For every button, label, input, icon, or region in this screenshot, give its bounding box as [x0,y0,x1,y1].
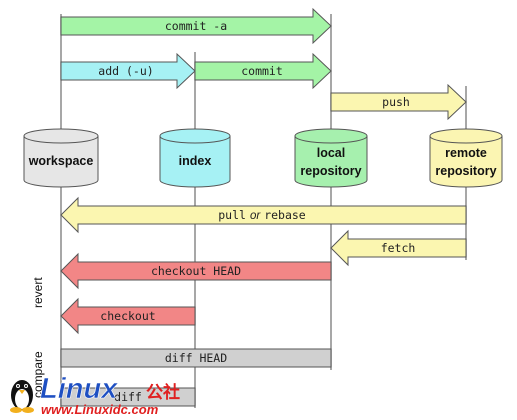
watermark: Linux 公社 www.Linuxidc.com [10,373,180,417]
arrow-checkout-head-shape [60,252,332,290]
arrow-add-u-shape [60,52,196,90]
arrow-commit-a: commit -a [60,7,332,45]
arrow-pull-rebase-shape [60,196,467,234]
watermark-brand: Linux [40,373,119,405]
node-local-top [294,128,368,144]
arrow-push-label: push [382,95,410,109]
arrow-checkout-head: checkout HEAD [60,252,332,290]
arrow-add-u: add (-u) [60,52,196,90]
node-workspace-top [23,128,99,144]
side-label-revert: revert [31,277,45,308]
penguin-logo-icon [10,380,34,413]
pull-word: pull [218,208,246,222]
arrow-checkout-label: checkout [100,309,155,323]
arrow-commit-a-label: commit -a [165,19,227,33]
arrow-push: push [330,83,467,121]
node-remote-top [429,128,503,144]
or-word: or [250,210,261,222]
arrow-commit-label: commit [241,64,283,78]
watermark-url: www.Linuxidc.com [41,402,159,417]
arrow-fetch-shape [330,229,467,267]
node-index: index [159,128,231,188]
arrow-commit-shape [194,52,332,90]
arrow-fetch-label: fetch [381,241,416,255]
bar-diff: diff [60,387,196,407]
bar-diff-label: diff [114,390,142,404]
watermark-brand-suffix: 公社 [146,382,180,402]
arrow-checkout-shape [60,297,196,335]
arrow-add-u-label: add (-u) [98,64,153,78]
node-index-label: index [179,154,212,168]
arrow-fetch: fetch [330,229,467,267]
node-workspace: workspace [23,128,99,188]
bar-diff-head: diff HEAD [60,348,332,368]
node-local-label-2: repository [300,164,361,178]
rebase-word: rebase [264,208,306,222]
node-local-body [294,136,368,188]
bar-diff-head-shape [60,348,332,368]
arrow-checkout-head-label: checkout HEAD [151,264,241,278]
node-remote: remote repository [429,128,503,188]
node-remote-label-1: remote [445,146,487,160]
arrow-checkout: checkout [60,297,196,335]
bar-diff-shape [60,387,196,407]
arrow-commit-a-shape [60,7,332,45]
side-label-compare: compare [31,351,45,398]
node-workspace-body [23,136,99,188]
arrow-push-shape [330,83,467,121]
arrow-commit: commit [194,52,332,90]
bar-diff-head-label: diff HEAD [165,351,227,365]
node-local-label-1: local [317,146,346,160]
node-remote-label-2: repository [435,164,496,178]
node-index-top [159,128,231,144]
node-index-body [159,136,231,188]
node-workspace-label: workspace [28,154,94,168]
node-remote-body [429,136,503,188]
node-local: local repository [294,128,368,188]
